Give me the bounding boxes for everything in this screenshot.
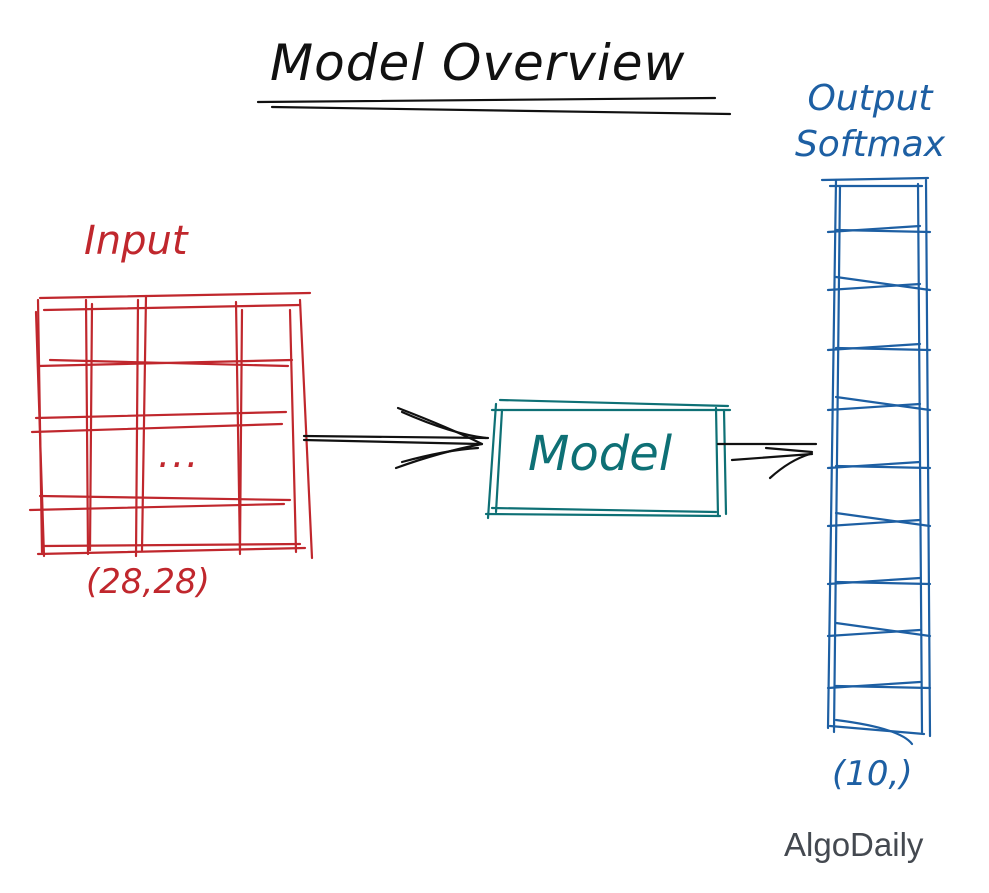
output-shape-label: (10,) [832,754,913,794]
model-label: Model [528,426,673,482]
input-shape-label: (28,28) [86,562,210,602]
output-row-line [834,228,932,234]
arrow-input-to-model [302,406,490,470]
output-row-line [834,346,932,352]
output-row-line [834,621,932,638]
output-label: Output Softmax [760,76,980,168]
output-row-line [826,518,922,528]
output-label-line1: Output [807,78,933,119]
output-row-line [834,684,932,690]
diagram-title: Model Overview [270,34,686,92]
output-vector [820,176,932,746]
output-row-line [826,628,922,638]
model-box [484,398,732,520]
output-row-line [826,402,922,412]
brand-watermark: AlgoDaily [784,826,924,863]
input-ellipsis: ... [158,432,201,476]
output-row-line [826,282,922,292]
output-row-line [834,580,932,586]
title-underline [256,96,732,116]
output-row-line [834,275,932,292]
output-row-line [834,464,932,470]
input-label: Input [84,218,188,264]
output-label-line2: Softmax [794,124,946,165]
output-row-line [834,511,932,528]
arrow-model-to-output [716,442,818,480]
output-vector-rows [826,224,932,690]
output-row-line [834,395,932,412]
input-grid [28,291,314,560]
